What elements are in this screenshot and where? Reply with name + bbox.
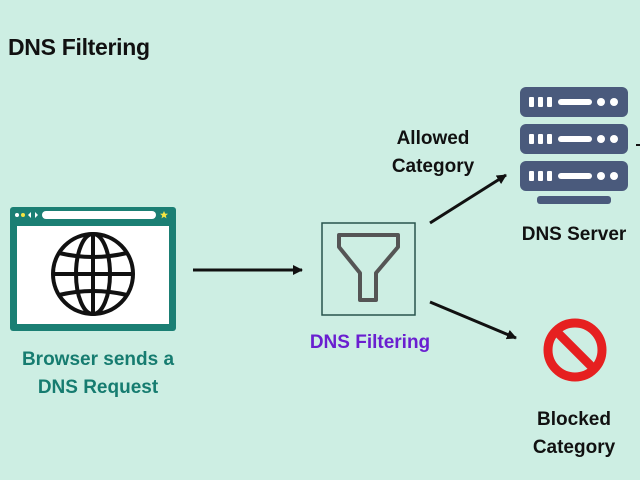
browser-label: Browser sends a DNS Request [0,346,196,402]
browser-label-line2: DNS Request [37,377,159,398]
blocked-category-label: Blocked Category [512,406,636,462]
server-label: DNS Server [521,224,627,245]
allowed-category-label: Allowed Category [372,125,494,181]
browser-label-line1: Browser sends a [21,349,175,370]
prohibited-icon [543,318,607,382]
allowed-label-line2: Category [391,156,475,177]
funnel-filter-icon [321,222,416,316]
browser-globe-icon [10,207,176,331]
blocked-label-line2: Category [532,437,616,458]
filter-label: DNS Filtering [309,332,431,353]
page-title: DNS Filtering [8,34,150,60]
allowed-label-line1: Allowed [396,128,470,149]
blocked-label-line1: Blocked [537,409,611,430]
arrow-filter-to-blocked [429,300,517,340]
server-rack-icon [520,87,628,204]
arrow-filter-to-server [429,173,507,225]
